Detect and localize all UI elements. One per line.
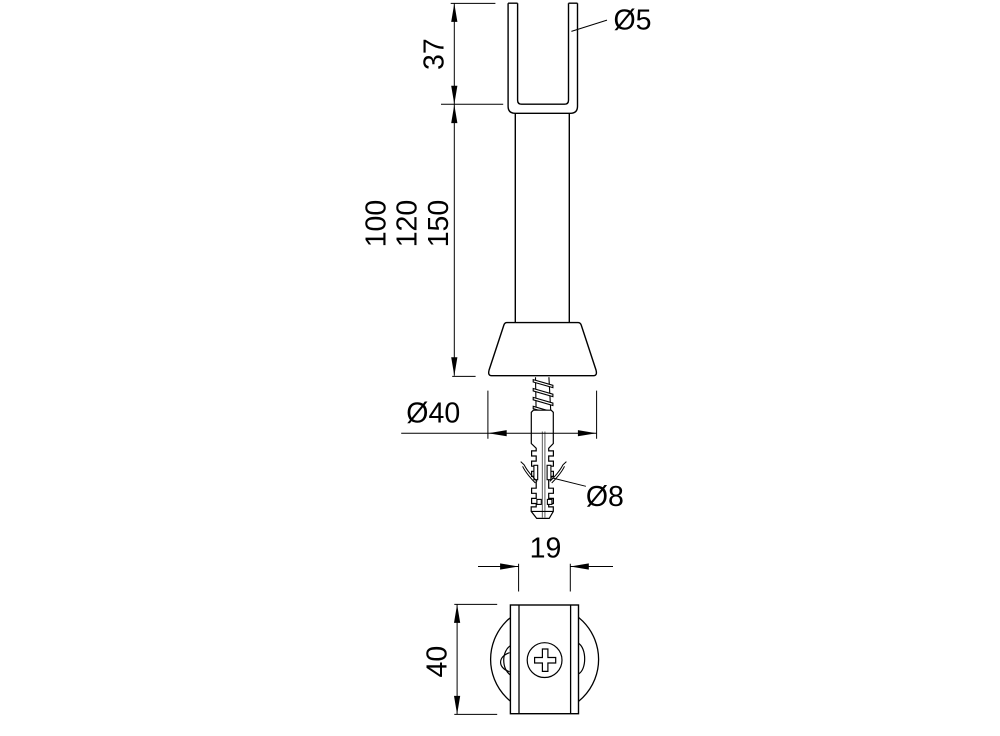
- svg-text:100: 100: [360, 200, 392, 248]
- svg-text:120: 120: [392, 200, 424, 248]
- svg-text:Ø40: Ø40: [406, 398, 460, 430]
- svg-text:19: 19: [530, 533, 562, 565]
- svg-text:37: 37: [419, 38, 451, 70]
- svg-text:40: 40: [422, 646, 454, 678]
- svg-text:Ø5: Ø5: [614, 4, 652, 36]
- svg-text:Ø8: Ø8: [586, 481, 624, 513]
- svg-text:150: 150: [423, 200, 455, 248]
